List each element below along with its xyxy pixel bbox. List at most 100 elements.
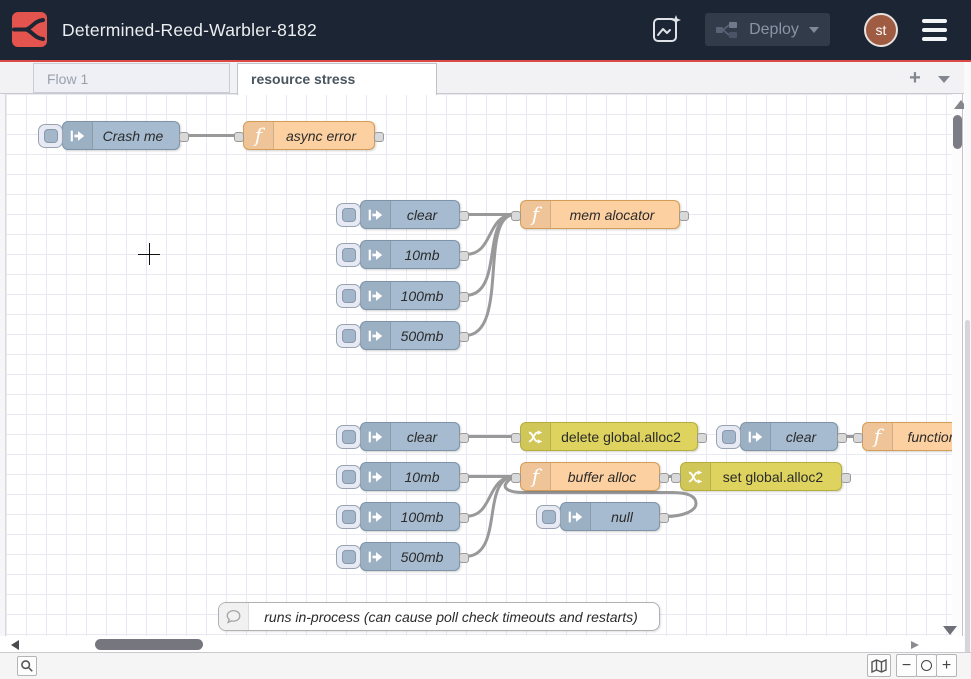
output-port[interactable]: [374, 131, 384, 142]
node-inject-100mb-1[interactable]: 100mb: [336, 281, 469, 310]
inject-icon: [361, 543, 391, 570]
node-comment[interactable]: runs in-process (can cause poll check ti…: [218, 602, 660, 631]
scroll-down-arrow-icon[interactable]: [943, 626, 957, 635]
deploy-chevron-down-icon[interactable]: [809, 26, 819, 33]
node-inject-500mb-2[interactable]: 500mb: [336, 542, 469, 571]
output-port[interactable]: [459, 552, 469, 563]
node-inject-clear-2[interactable]: clear: [336, 422, 469, 451]
function-icon: f: [521, 201, 551, 228]
vertical-scrollbar[interactable]: [952, 94, 963, 636]
inject-icon: [361, 503, 391, 530]
input-port[interactable]: [853, 432, 863, 443]
zoom-reset-button[interactable]: [916, 654, 937, 677]
output-port[interactable]: [459, 250, 469, 261]
output-port[interactable]: [837, 432, 847, 443]
horizontal-scroll-thumb[interactable]: [95, 639, 203, 650]
inject-trigger-button[interactable]: [336, 425, 361, 449]
inject-trigger-button[interactable]: [336, 545, 361, 569]
node-inject-null[interactable]: null: [536, 502, 669, 531]
node-inject-clear-1[interactable]: clear: [336, 200, 469, 229]
scroll-up-arrow-icon[interactable]: [954, 100, 968, 109]
flow-list-chevron-icon[interactable]: [938, 76, 950, 83]
inject-icon: [741, 423, 771, 450]
search-button[interactable]: [17, 656, 37, 676]
node-inject-10mb-2[interactable]: 10mb: [336, 462, 469, 491]
node-inject-10mb-1[interactable]: 10mb: [336, 240, 469, 269]
node-label: 10mb: [404, 246, 440, 263]
node-inject-clear-3[interactable]: clear: [716, 422, 847, 451]
input-port[interactable]: [511, 472, 521, 483]
node-inject-100mb-2[interactable]: 100mb: [336, 502, 469, 531]
node-change-delete-global-alloc2[interactable]: delete global.alloc2: [511, 422, 707, 451]
input-port[interactable]: [511, 432, 521, 443]
inject-trigger-button[interactable]: [336, 203, 361, 227]
zoom-reset-icon: [921, 660, 932, 671]
output-port[interactable]: [459, 210, 469, 221]
inject-icon: [361, 322, 391, 349]
output-port[interactable]: [179, 131, 189, 142]
outer-scroll-thumb[interactable]: [965, 320, 970, 670]
inject-trigger-button[interactable]: [336, 324, 361, 348]
node-label: 100mb: [400, 287, 444, 304]
vertical-scroll-thumb[interactable]: [953, 115, 962, 149]
deploy-icon: [716, 21, 737, 38]
node-label: Crash me: [102, 127, 164, 144]
output-port[interactable]: [459, 331, 469, 342]
node-inject-500mb-1[interactable]: 500mb: [336, 321, 469, 350]
comment-bubble-icon: [219, 603, 249, 630]
logo-glyph: [12, 18, 45, 41]
node-change-set-global-alloc2[interactable]: set global.alloc2: [671, 462, 851, 491]
deploy-button[interactable]: Deploy: [705, 13, 830, 46]
inject-icon: [361, 282, 391, 309]
node-function-buffer-alloc[interactable]: f buffer alloc: [511, 462, 669, 491]
inject-trigger-button[interactable]: [716, 425, 741, 449]
inject-trigger-button[interactable]: [336, 505, 361, 529]
node-label: clear: [785, 428, 817, 445]
output-port[interactable]: [679, 210, 689, 221]
tab-flow-1[interactable]: Flow 1: [33, 63, 230, 93]
app-logo-icon[interactable]: [12, 12, 47, 47]
zoom-in-button[interactable]: +: [936, 654, 957, 677]
output-port[interactable]: [459, 512, 469, 523]
inject-trigger-button[interactable]: [336, 243, 361, 267]
output-port[interactable]: [841, 472, 851, 483]
output-port[interactable]: [659, 472, 669, 483]
main-menu-icon[interactable]: [922, 19, 947, 41]
scroll-left-arrow-icon[interactable]: [11, 640, 19, 650]
output-port[interactable]: [459, 291, 469, 302]
node-label: delete global.alloc2: [561, 428, 681, 445]
input-port[interactable]: [671, 472, 681, 483]
comment-label: runs in-process (can cause poll check ti…: [264, 608, 638, 625]
tab-resource-stress[interactable]: resource stress: [237, 63, 437, 95]
output-port[interactable]: [659, 512, 669, 523]
node-label: set global.alloc2: [722, 468, 824, 485]
scroll-right-arrow-icon[interactable]: [911, 641, 919, 649]
node-function-mem-alocator[interactable]: f mem alocator: [511, 200, 689, 229]
input-port[interactable]: [234, 131, 244, 142]
workspace-tab-bar: Flow 1 resource stress +: [0, 62, 971, 95]
horizontal-scrollbar[interactable]: [6, 636, 952, 652]
inject-icon: [361, 423, 391, 450]
zoom-out-button[interactable]: −: [896, 654, 917, 677]
function-icon: f: [863, 423, 893, 450]
node-function-function[interactable]: f function: [853, 422, 952, 451]
user-avatar[interactable]: st: [864, 13, 898, 47]
input-port[interactable]: [511, 210, 521, 221]
navigator-button[interactable]: [867, 654, 891, 677]
node-label: 100mb: [400, 508, 444, 525]
inject-trigger-button[interactable]: [536, 505, 561, 529]
inject-trigger-button[interactable]: [336, 465, 361, 489]
flow-canvas[interactable]: Crash me f async error clear 10mb 100mb: [6, 94, 952, 636]
add-flow-button[interactable]: +: [909, 67, 921, 89]
output-port[interactable]: [697, 432, 707, 443]
avatar-initials: st: [875, 22, 887, 38]
node-function-async-error[interactable]: f async error: [234, 121, 384, 150]
wire: [463, 213, 517, 337]
minus-icon: −: [901, 656, 912, 674]
ai-assistant-icon[interactable]: [651, 13, 684, 46]
inject-trigger-button[interactable]: [38, 124, 63, 148]
node-inject-crash-me[interactable]: Crash me: [38, 121, 189, 150]
output-port[interactable]: [459, 472, 469, 483]
output-port[interactable]: [459, 432, 469, 443]
inject-trigger-button[interactable]: [336, 284, 361, 308]
